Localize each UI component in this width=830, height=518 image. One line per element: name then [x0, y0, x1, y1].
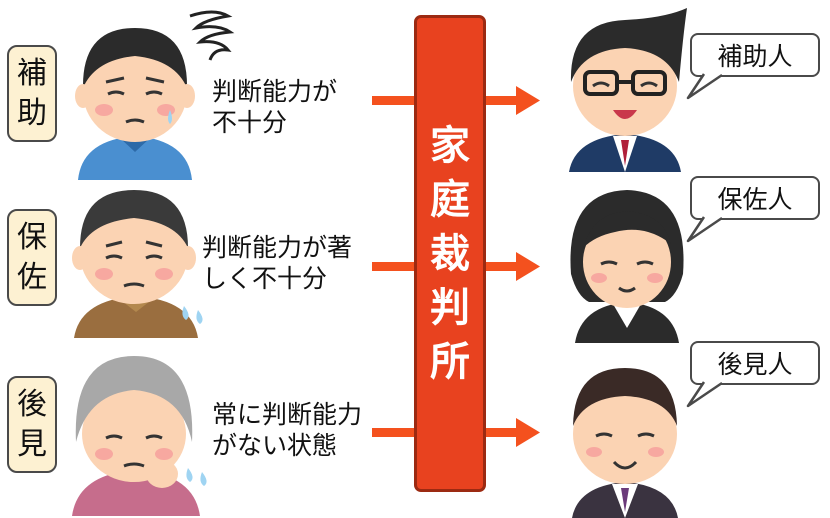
arrow-court-to-koukennin — [484, 418, 540, 447]
role-label-hosanin: 保佐人 — [717, 185, 793, 214]
arrow-hojo-to-court — [372, 96, 416, 105]
court-char-2: 庭 — [430, 176, 470, 223]
description-hojo: 判断能力が 不十分 — [212, 76, 337, 138]
speech-bubble-hosanin: 保佐人 — [690, 176, 820, 220]
family-court-box: 家 庭 裁 判 所 — [414, 15, 486, 492]
arrow-kouken-to-court — [372, 428, 416, 437]
description-hosa: 判断能力が著 しく不十分 — [202, 232, 352, 294]
tag-hosa-char-2: 佐 — [17, 259, 47, 295]
tag-hosa-char-1: 保 — [17, 219, 47, 255]
speech-bubble-koukennin: 後見人 — [690, 341, 820, 385]
tag-kouken: 後 見 — [7, 376, 57, 473]
person-glasses-man-illustration — [569, 8, 687, 172]
description-hojo-line-2: 不十分 — [212, 108, 288, 137]
sweat-drops-icon — [182, 306, 203, 324]
person-middle-aged-man-illustration — [72, 190, 198, 338]
person-older-man-illustration — [572, 368, 678, 518]
arrow-court-to-hojonin — [484, 86, 540, 115]
court-char-3: 裁 — [430, 230, 470, 277]
court-char-5: 所 — [430, 338, 470, 385]
arrow-hosa-to-court — [372, 262, 416, 271]
description-kouken-line-2: がない状態 — [212, 431, 338, 460]
tag-hojo: 補 助 — [7, 45, 57, 142]
court-char-1: 家 — [430, 122, 470, 169]
worry-scribble-icon — [189, 10, 235, 61]
person-young-man-illustration — [75, 28, 195, 180]
person-elderly-woman-illustration — [72, 356, 200, 516]
arrow-court-to-hosanin — [484, 252, 540, 281]
role-label-koukennin: 後見人 — [717, 350, 793, 379]
tag-kouken-char-1: 後 — [17, 386, 47, 422]
description-kouken: 常に判断能力 がない状態 — [212, 399, 362, 461]
tag-hojo-char-2: 助 — [17, 95, 47, 131]
description-hosa-line-1: 判断能力が著 — [202, 233, 353, 262]
person-woman-illustration — [570, 190, 684, 343]
speech-bubble-hojonin: 補助人 — [690, 33, 820, 77]
tag-hosa: 保 佐 — [7, 209, 57, 306]
tag-kouken-char-2: 見 — [17, 426, 47, 462]
tag-hojo-char-1: 補 — [17, 55, 47, 91]
description-hojo-line-1: 判断能力が — [212, 77, 338, 106]
sweat-drops-icon — [186, 468, 207, 486]
description-hosa-line-2: しく不十分 — [202, 264, 328, 293]
court-char-4: 判 — [430, 284, 470, 331]
role-label-hojonin: 補助人 — [717, 42, 793, 71]
description-kouken-line-1: 常に判断能力 — [212, 400, 363, 429]
